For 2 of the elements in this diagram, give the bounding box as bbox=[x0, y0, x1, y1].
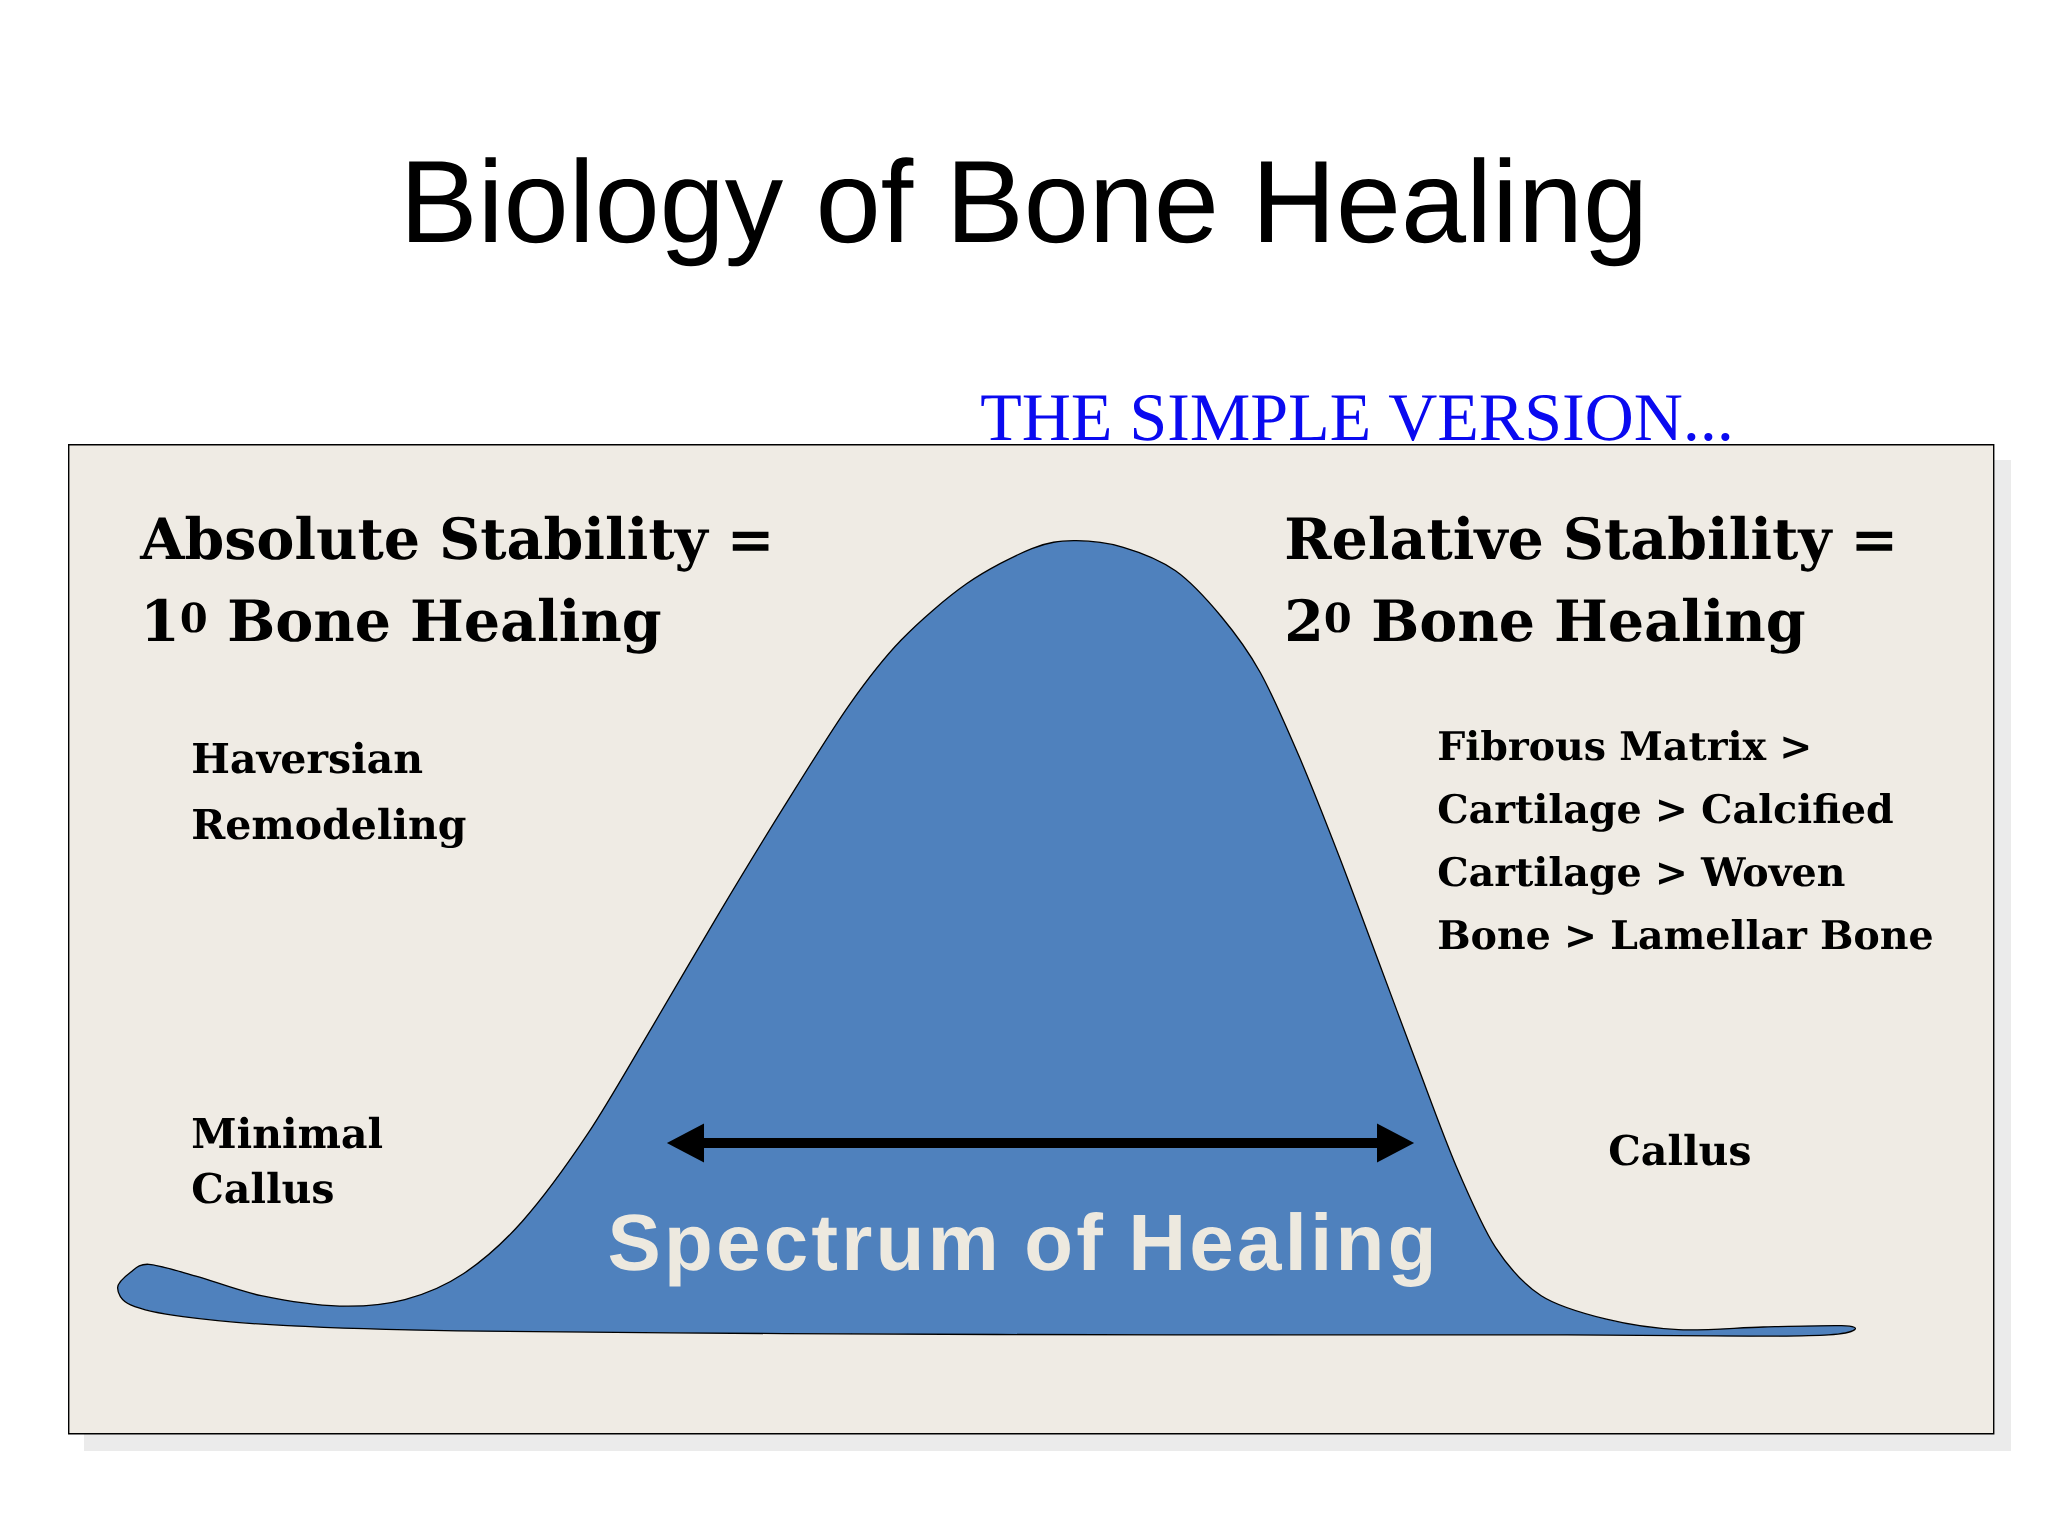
subtitle: THE SIMPLE VERSION... bbox=[981, 394, 1730, 442]
title: Biology of Bone Healing bbox=[409, 157, 1641, 267]
